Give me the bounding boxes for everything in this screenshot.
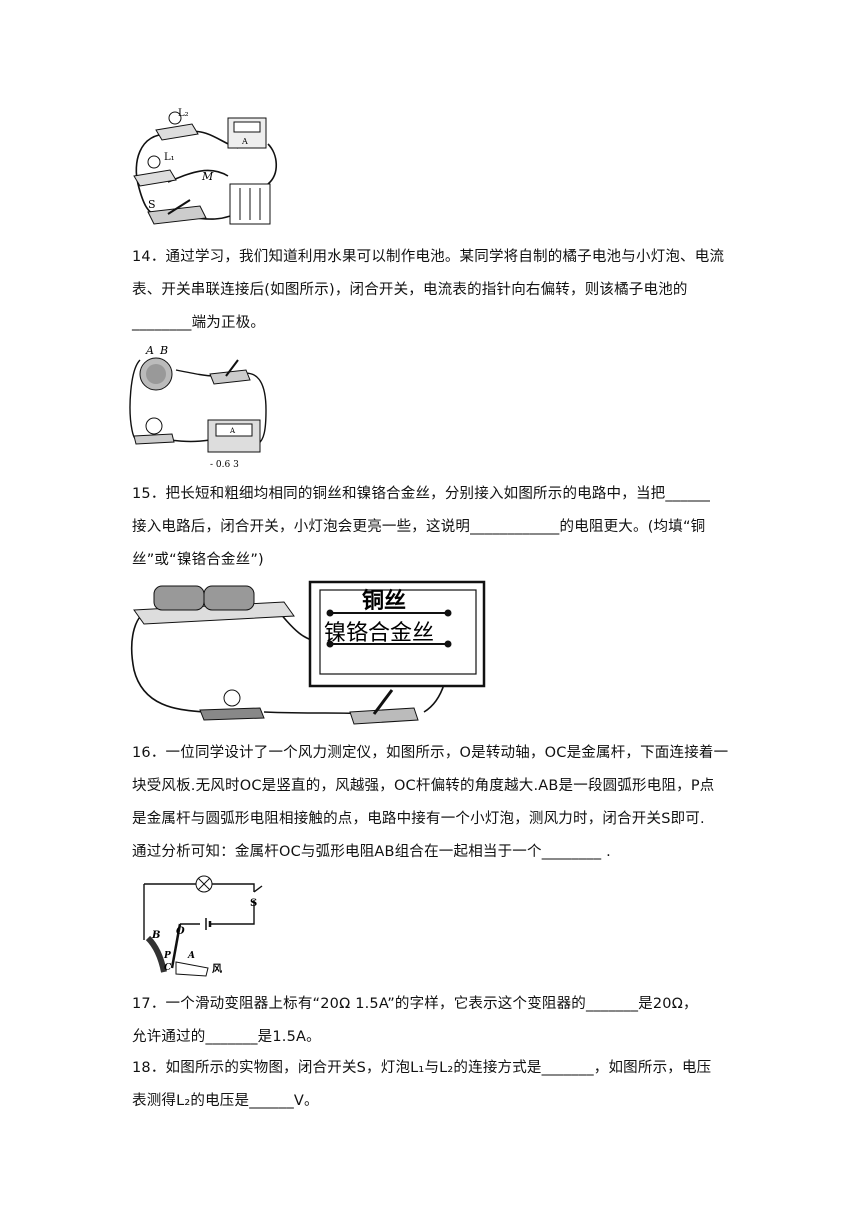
question-16: 16．一位同学设计了一个风力测定仪，如图所示，O是转动轴，OC是金属杆，下面连接… [132,737,732,869]
question-15: 15．把长短和粗细均相同的铜丝和镍铬合金丝，分别接入如图所示的电路中，当把___… [132,478,732,577]
label-m: M [201,170,214,183]
circuit-figure-14: A B A - 0.6 3 [129,344,267,470]
label-a-end: A [187,951,195,961]
circuit-figure-15: 铜丝 镍铬合金丝 [131,580,486,725]
q14-line-2: 表、开关串联连接后(如图所示)，闭合开关，电流表的指针向右偏转，则该橘子电池的 [132,282,688,298]
q18-line-1: 18．如图所示的实物图，闭合开关S，灯泡L₁与L₂的连接方式是_______，如… [132,1060,712,1076]
question-18: 18．如图所示的实物图，闭合开关S，灯泡L₁与L₂的连接方式是_______，如… [132,1052,732,1118]
label-a: A [241,137,248,146]
q14-line-3: ________端为正极。 [132,315,266,331]
label-b-terminal: B [159,344,168,357]
label-l2: L₂ [178,108,189,119]
label-s: S [148,198,156,211]
q15-line-2: 接入电路后，闭合开关，小灯泡会更亮一些，这说明____________的电阻更大… [132,519,706,535]
q16-line-3: 是金属杆与圆弧形电阻相接触的点，电路中接有一个小灯泡，测风力时，闭合开关S即可. [132,811,705,827]
question-17: 17．一个滑动变阻器上标有“20Ω 1.5A”的字样，它表示这个变阻器的____… [132,988,732,1054]
q16-line-1: 16．一位同学设计了一个风力测定仪，如图所示，O是转动轴，OC是金属杆，下面连接… [132,745,729,761]
question-14: 14．通过学习，我们知道利用水果可以制作电池。某同学将自制的橘子电池与小灯泡、电… [132,241,732,340]
label-o: O [176,926,185,937]
circuit-figure-13: L₂ L₁ M S A [133,108,278,225]
circuit-figure-16: S B O P A C 风 [143,875,263,977]
label-ammeter: A [229,427,236,435]
label-copper-wire: 铜丝 [362,588,406,614]
label-b: B [151,930,160,941]
q15-line-1: 15．把长短和粗细均相同的铜丝和镍铬合金丝，分别接入如图所示的电路中，当把___… [132,486,711,502]
label-l1: L₁ [164,152,175,163]
label-nichrome-wire: 镍铬合金丝 [324,621,434,646]
q14-line-1: 14．通过学习，我们知道利用水果可以制作电池。某同学将自制的橘子电池与小灯泡、电… [132,249,725,265]
q18-line-2: 表测得L₂的电压是______V。 [132,1093,319,1109]
q17-line-2: 允许通过的_______是1.5A。 [132,1029,321,1045]
label-a-terminal: A [145,344,154,357]
label-ammeter-scale: - 0.6 3 [210,460,239,470]
label-p: P [163,951,171,961]
label-wind: 风 [212,963,222,975]
q17-line-1: 17．一个滑动变阻器上标有“20Ω 1.5A”的字样，它表示这个变阻器的____… [132,996,698,1012]
q15-line-3: 丝”或“镍铬合金丝”) [132,552,264,568]
q16-line-4: 通过分析可知：金属杆OC与弧形电阻AB组合在一起相当于一个________ . [132,844,611,860]
label-switch-s: S [250,898,257,909]
q16-line-2: 块受风板.无风时OC是竖直的，风越强，OC杆偏转的角度越大.AB是一段圆弧形电阻… [132,778,715,794]
label-c: C [164,963,172,973]
